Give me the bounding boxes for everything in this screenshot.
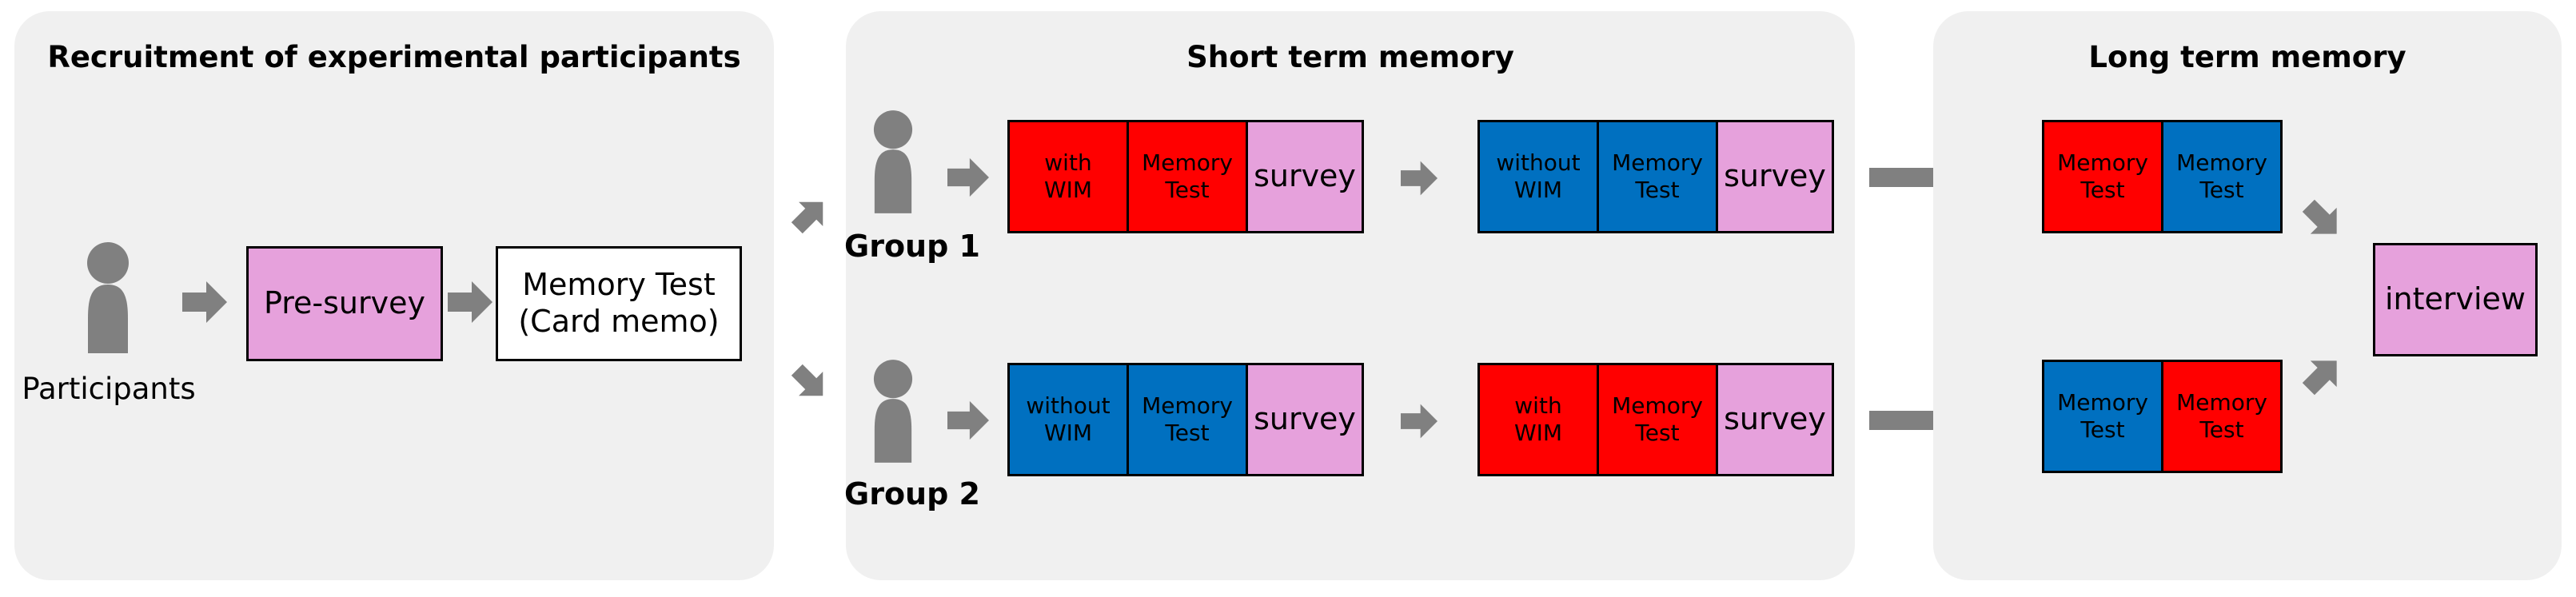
group1-session1-test: Memory Test <box>1127 120 1248 233</box>
recruitment-title: Recruitment of experimental participants <box>47 40 741 74</box>
interview-box: interview <box>2373 243 2538 356</box>
participants-label: Participants <box>22 372 196 406</box>
long-term-group2-test-a: Memory Test <box>2042 360 2163 473</box>
group2-arrow-to-interview <box>2302 355 2343 396</box>
group1-arrow-to-session1 <box>947 157 989 198</box>
group1-arrow-to-interview <box>2302 199 2343 240</box>
group1-arrow-to-session2 <box>1399 160 1439 197</box>
group2-session2-survey: survey <box>1716 363 1834 476</box>
group1-session1-survey: survey <box>1246 120 1364 233</box>
group2-arrow-to-session2 <box>1399 403 1439 440</box>
long-term-group1-test-b: Memory Test <box>2161 120 2283 233</box>
group2-session2-condition: with WIM <box>1477 363 1599 476</box>
card-memo-test-box: Memory Test (Card memo) <box>496 246 742 361</box>
arrow-to-pre-survey <box>182 280 227 324</box>
short-term-title: Short term memory <box>1186 40 1514 74</box>
long-term-group1-test-a: Memory Test <box>2042 120 2163 233</box>
group1-label: Group 1 <box>844 229 980 264</box>
group1-session2-condition: without WIM <box>1477 120 1599 233</box>
arrow-to-memory-test <box>448 280 492 324</box>
arrow-to-group2 <box>791 364 828 401</box>
long-term-title: Long term memory <box>2088 40 2407 74</box>
group2-label: Group 2 <box>844 476 980 511</box>
group1-session1-condition: with WIM <box>1007 120 1129 233</box>
group2-session2-test: Memory Test <box>1597 363 1718 476</box>
short-term-panel: Short term memory <box>846 11 1855 580</box>
group1-person-icon <box>873 105 913 217</box>
group2-session1-test: Memory Test <box>1127 363 1248 476</box>
participants-person-icon <box>86 241 130 353</box>
group1-session2-test: Memory Test <box>1597 120 1718 233</box>
group2-arrow-to-session1 <box>947 400 989 441</box>
group2-person-icon <box>873 355 913 467</box>
group2-session1-condition: without WIM <box>1007 363 1129 476</box>
pre-survey-box: Pre-survey <box>246 246 443 361</box>
group2-session1-survey: survey <box>1246 363 1364 476</box>
long-term-group2-test-b: Memory Test <box>2161 360 2283 473</box>
group1-session2-survey: survey <box>1716 120 1834 233</box>
arrow-to-group1 <box>791 197 828 234</box>
